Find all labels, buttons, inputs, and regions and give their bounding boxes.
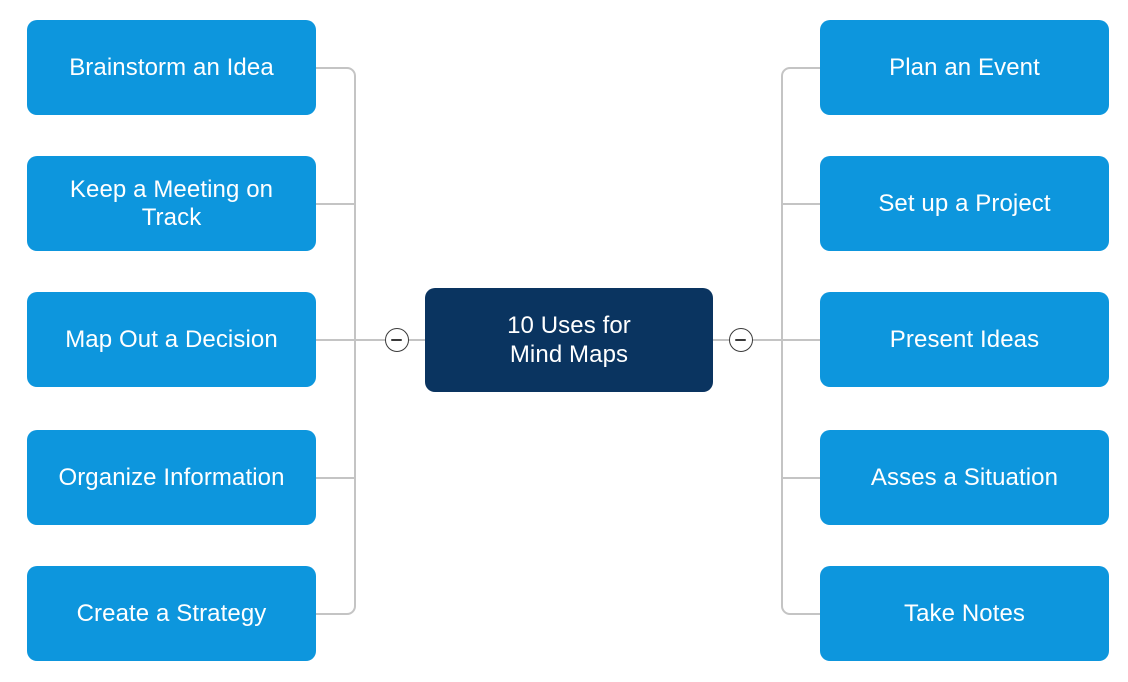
- collapse-minus-icon-left[interactable]: [385, 328, 409, 352]
- connector-right-trunk: [781, 67, 798, 615]
- branch-node-label: Set up a Project: [878, 189, 1051, 217]
- connector-left-trunk: [340, 67, 356, 615]
- branch-node-brainstorm-an-idea[interactable]: Brainstorm an Idea: [27, 20, 316, 115]
- branch-node-take-notes[interactable]: Take Notes: [820, 566, 1109, 661]
- branch-node-label: Present Ideas: [889, 325, 1040, 353]
- minus-glyph: [734, 338, 746, 341]
- branch-node-label: Organize Information: [58, 463, 285, 491]
- branch-node-label: Take Notes: [903, 599, 1026, 627]
- branch-node-present-ideas[interactable]: Present Ideas: [820, 292, 1109, 387]
- branch-node-label: Map Out a Decision: [65, 325, 278, 353]
- center-node[interactable]: 10 Uses for Mind Maps: [425, 288, 713, 392]
- branch-node-label: Plan an Event: [889, 53, 1040, 81]
- branch-node-map-out-a-decision[interactable]: Map Out a Decision: [27, 292, 316, 387]
- minus-glyph: [390, 338, 402, 341]
- branch-node-label: Brainstorm an Idea: [69, 53, 274, 81]
- branch-node-set-up-a-project[interactable]: Set up a Project: [820, 156, 1109, 251]
- collapse-minus-icon-right[interactable]: [729, 328, 753, 352]
- branch-node-create-a-strategy[interactable]: Create a Strategy: [27, 566, 316, 661]
- branch-node-label: Asses a Situation: [870, 463, 1059, 491]
- branch-node-organize-information[interactable]: Organize Information: [27, 430, 316, 525]
- branch-node-label: Create a Strategy: [76, 599, 267, 627]
- branch-node-label: Keep a Meeting on Track: [69, 175, 274, 231]
- center-node-label: 10 Uses for Mind Maps: [507, 311, 631, 368]
- branch-node-keep-a-meeting-on-track[interactable]: Keep a Meeting on Track: [27, 156, 316, 251]
- branch-node-asses-a-situation[interactable]: Asses a Situation: [820, 430, 1109, 525]
- branch-node-plan-an-event[interactable]: Plan an Event: [820, 20, 1109, 115]
